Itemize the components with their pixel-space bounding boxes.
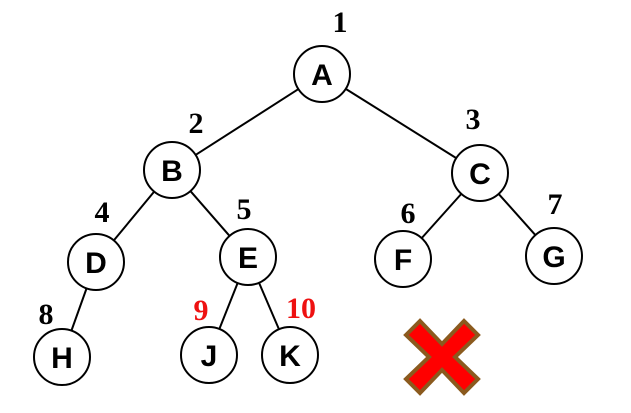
node-letter: D bbox=[85, 247, 107, 280]
node-index-label: 10 bbox=[286, 292, 316, 325]
node-index-label: 1 bbox=[333, 6, 348, 39]
node-circle bbox=[33, 328, 91, 386]
node-index-label: 3 bbox=[466, 103, 481, 136]
node-circle bbox=[67, 233, 125, 291]
node-letter: H bbox=[51, 342, 73, 375]
node-index-label: 5 bbox=[237, 193, 252, 226]
node-circle bbox=[293, 45, 351, 103]
tree-node-h: H8 bbox=[33, 298, 91, 386]
edge-d-h bbox=[70, 288, 88, 331]
node-index-label: 9 bbox=[194, 294, 209, 327]
tree-node-b: B2 bbox=[143, 107, 204, 199]
node-circle bbox=[451, 144, 509, 202]
tree-node-f: F6 bbox=[374, 197, 432, 288]
tree-node-c: C3 bbox=[451, 103, 509, 202]
node-letter: F bbox=[394, 244, 412, 277]
tree-node-a: A1 bbox=[293, 6, 351, 103]
node-letter: C bbox=[469, 158, 491, 191]
node-circle bbox=[143, 141, 201, 199]
node-index-label: 2 bbox=[189, 107, 204, 140]
node-letter: B bbox=[161, 155, 183, 188]
node-circle bbox=[261, 326, 319, 384]
edge-a-c bbox=[345, 88, 457, 159]
node-circle bbox=[374, 230, 432, 288]
tree-node-d: D4 bbox=[67, 196, 125, 291]
edge-b-d bbox=[113, 190, 155, 242]
edge-a-b bbox=[195, 88, 299, 156]
node-index-label: 4 bbox=[95, 196, 110, 229]
edge-c-f bbox=[420, 193, 463, 239]
node-circle bbox=[219, 228, 277, 286]
node-letter: G bbox=[542, 241, 565, 274]
tree-node-g: G7 bbox=[525, 188, 583, 285]
x-mark-icon bbox=[403, 318, 481, 396]
node-index-label: 6 bbox=[401, 197, 416, 230]
edge-e-k bbox=[258, 282, 280, 330]
tree-edges bbox=[70, 88, 537, 331]
node-letter: A bbox=[311, 59, 333, 92]
edge-c-g bbox=[497, 193, 537, 236]
tree-node-k: K 10 bbox=[261, 292, 319, 384]
tree-node-j: J9 bbox=[180, 294, 238, 384]
node-circle bbox=[180, 326, 238, 384]
edge-b-e bbox=[189, 190, 231, 237]
edge-e-j bbox=[218, 282, 239, 330]
node-circle bbox=[525, 227, 583, 285]
node-index-label: 8 bbox=[39, 298, 54, 331]
tree-node-e: E5 bbox=[219, 193, 277, 286]
node-letter: E bbox=[238, 242, 258, 275]
node-letter: J bbox=[201, 340, 218, 373]
node-index-label: 7 bbox=[548, 188, 563, 221]
node-letter: K bbox=[279, 340, 301, 373]
